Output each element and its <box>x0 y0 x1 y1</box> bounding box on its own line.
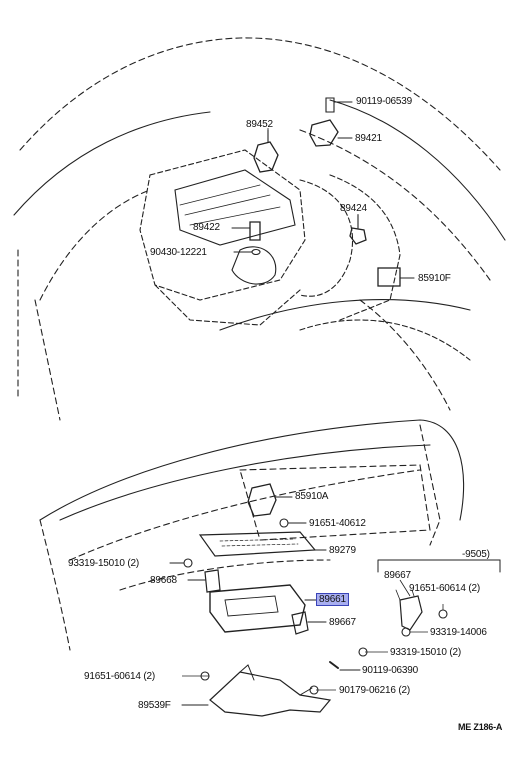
label-89422: 89422 <box>193 222 220 233</box>
label-89667-variant: 89667 <box>384 570 411 581</box>
windshield-line-2 <box>359 299 451 411</box>
label-89421: 89421 <box>355 133 382 144</box>
label-89539F: 89539F <box>138 700 171 711</box>
label-89424: 89424 <box>340 203 367 214</box>
fender-line <box>13 111 211 216</box>
label-89667-main: 89667 <box>329 617 356 628</box>
label-91651-60614-variant: 91651-60614 (2) <box>409 583 480 594</box>
label-85910F: 85910F <box>418 273 451 284</box>
label-90179-06216: 90179-06216 (2) <box>339 685 410 696</box>
variant-bracket-label: -9505) <box>462 549 490 560</box>
ecu-box <box>209 584 306 633</box>
label-93319-15010-left: 93319-15010 (2) <box>68 558 139 569</box>
windshield-line <box>219 299 471 331</box>
label-89661-highlighted[interactable]: 89661 <box>316 593 349 606</box>
dashboard-outline <box>39 419 465 521</box>
manifold <box>231 246 277 285</box>
a-pillar <box>17 249 61 421</box>
engine-lower <box>154 284 301 326</box>
label-91651-60614-lower: 91651-60614 (2) <box>84 671 155 682</box>
fender-line-2 <box>39 189 151 301</box>
variant-frame <box>377 559 501 573</box>
label-90119-06539: 90119-06539 <box>356 96 413 107</box>
bay-right-2 <box>299 129 491 281</box>
engine-head <box>174 169 296 246</box>
lower-bracket <box>209 671 332 717</box>
label-89668: 89668 <box>150 575 177 586</box>
label-85910A: 85910A <box>295 491 329 502</box>
label-90430-12221: 90430-12221 <box>150 247 207 258</box>
label-89452: 89452 <box>246 119 273 130</box>
label-91651-40612: 91651-40612 <box>309 518 366 529</box>
hood-outline <box>19 37 501 171</box>
engine-block <box>139 149 306 301</box>
label-93319-15010-right: 93319-15010 (2) <box>390 647 461 658</box>
label-89279: 89279 <box>329 545 356 556</box>
label-93319-14006: 93319-14006 <box>430 627 487 638</box>
label-90119-06390: 90119-06390 <box>362 665 419 676</box>
bay-right <box>329 99 506 241</box>
diagram-code: ME Z186-A <box>458 722 503 732</box>
